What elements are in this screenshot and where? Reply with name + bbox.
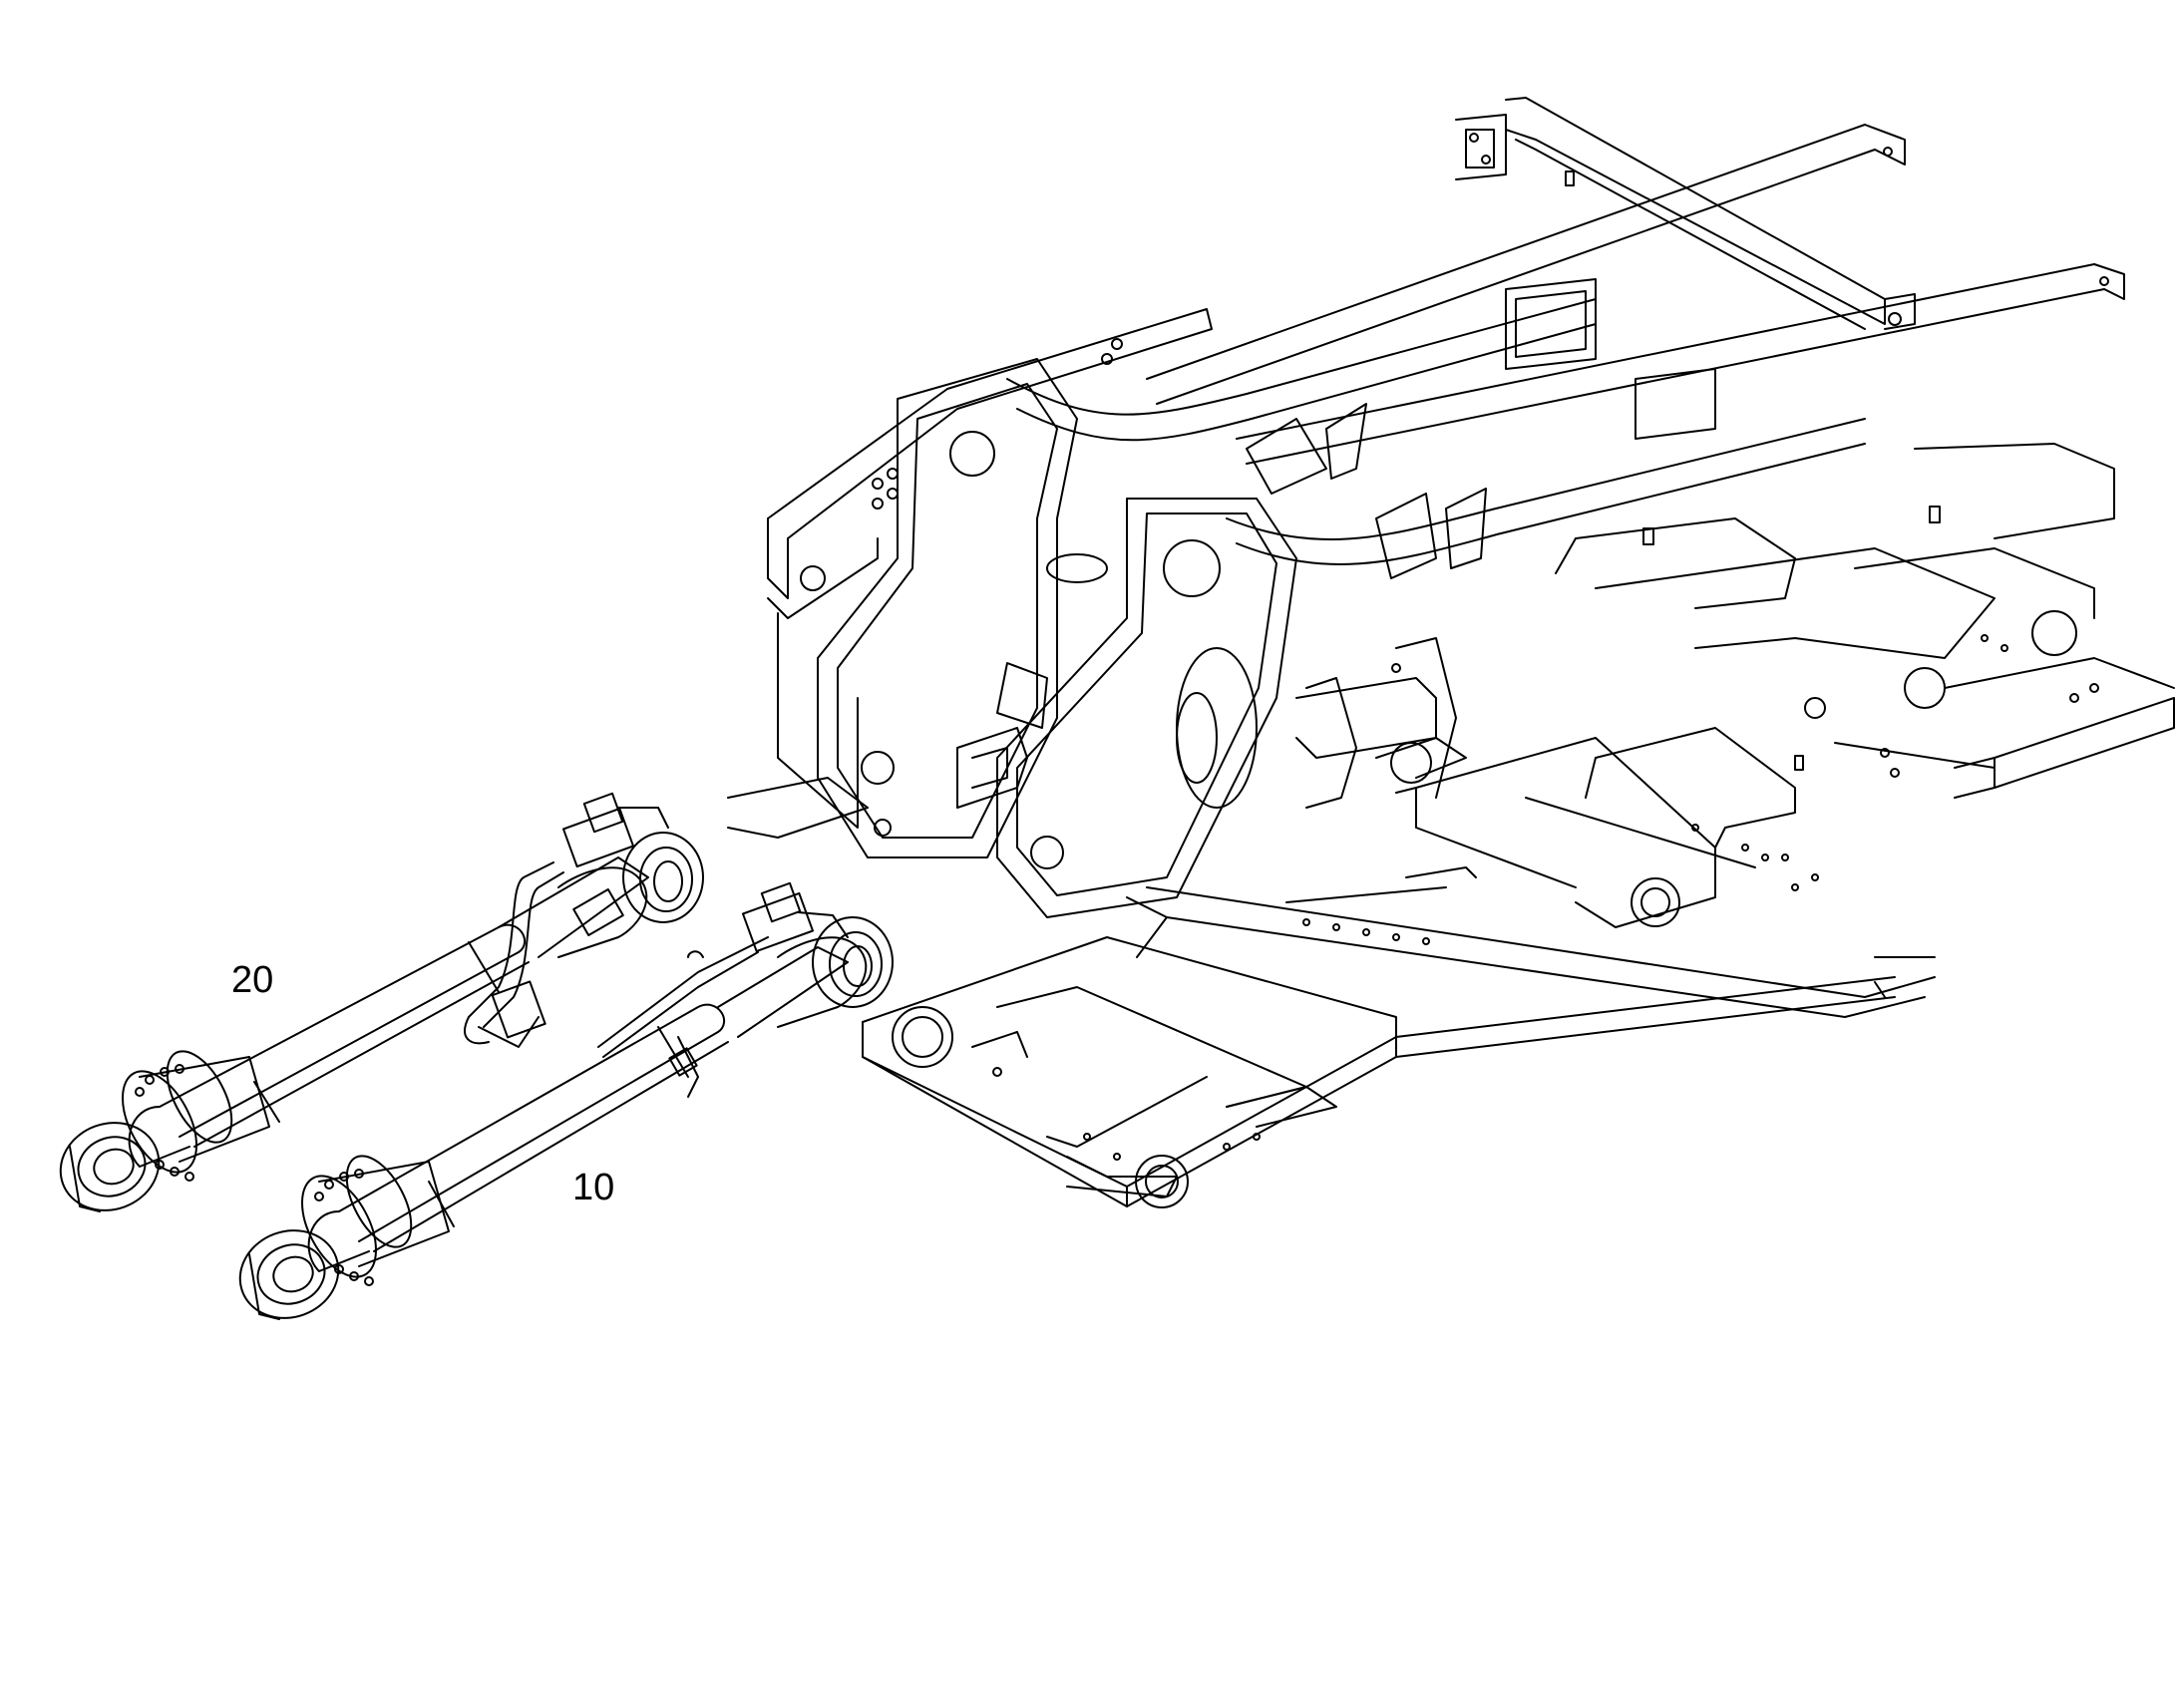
machine-frame xyxy=(727,97,2175,1208)
floor-crossmembers xyxy=(1295,443,2175,928)
hydraulic-cylinder-20 xyxy=(59,792,704,1212)
flange-bolts-20 xyxy=(135,1064,194,1182)
tower-plates xyxy=(817,358,1297,918)
diagonal-arms xyxy=(1006,278,1866,579)
hydraulic-cylinder-10 xyxy=(238,881,894,1320)
lower-front-beam xyxy=(1126,866,1936,1018)
frame-fittings xyxy=(1565,171,2008,891)
upper-rear-rails xyxy=(1146,97,2125,465)
callout-item-20: 20 xyxy=(231,959,274,1001)
front-platform xyxy=(862,936,1896,1208)
inner-webs xyxy=(956,637,1457,809)
callout-item-10: 10 xyxy=(572,1167,615,1208)
left-box-section xyxy=(727,308,1213,839)
